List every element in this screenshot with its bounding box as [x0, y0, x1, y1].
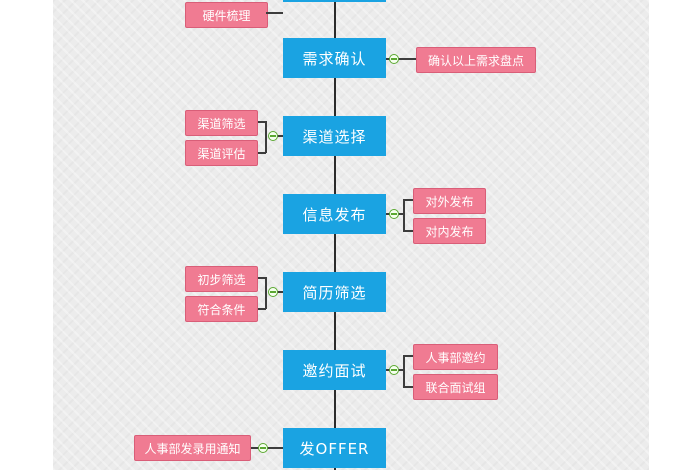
- connector-line: [257, 121, 266, 123]
- collapse-node-icon[interactable]: [258, 443, 268, 453]
- connector-line: [386, 58, 416, 60]
- step-box-top[interactable]: [283, 0, 386, 2]
- connector-line: [403, 355, 413, 357]
- note-confirm: 确认以上需求盘点: [416, 47, 536, 73]
- note-internal: 对内发布: [413, 218, 486, 244]
- collapse-node-icon[interactable]: [268, 131, 278, 141]
- note-channel-screen: 渠道筛选: [185, 110, 258, 136]
- connector-line: [403, 230, 413, 232]
- bracket-line: [403, 199, 405, 231]
- note-hr-invite: 人事部邀约: [413, 344, 498, 370]
- connector-line: [257, 152, 266, 154]
- connector-line: [403, 199, 413, 201]
- bracket-line: [403, 355, 405, 387]
- diagram-canvas: [53, 0, 649, 470]
- note-initial-screen: 初步筛选: [185, 266, 258, 292]
- connector-line: [257, 308, 266, 310]
- step-box-channel[interactable]: 渠道选择: [283, 116, 386, 156]
- collapse-node-icon[interactable]: [389, 365, 399, 375]
- step-box-interview[interactable]: 邀约面试: [283, 350, 386, 390]
- connector-line: [403, 386, 413, 388]
- collapse-node-icon[interactable]: [268, 287, 278, 297]
- step-box-offer[interactable]: 发OFFER: [283, 428, 386, 468]
- note-hardware: 硬件梳理: [185, 2, 268, 28]
- step-box-confirm[interactable]: 需求确认: [283, 38, 386, 78]
- step-box-resume[interactable]: 简历筛选: [283, 272, 386, 312]
- connector-line: [266, 12, 283, 14]
- connector-line: [257, 277, 266, 279]
- note-meet-criteria: 符合条件: [185, 296, 258, 322]
- step-box-publish[interactable]: 信息发布: [283, 194, 386, 234]
- collapse-node-icon[interactable]: [389, 54, 399, 64]
- note-external: 对外发布: [413, 188, 486, 214]
- note-hr-offer-notice: 人事部发录用通知: [134, 435, 251, 461]
- process-spine-line: [334, 0, 336, 470]
- bracket-line: [265, 121, 267, 153]
- bracket-line: [265, 277, 267, 309]
- note-channel-eval: 渠道评估: [185, 140, 258, 166]
- note-joint-panel: 联合面试组: [413, 374, 498, 400]
- collapse-node-icon[interactable]: [389, 209, 399, 219]
